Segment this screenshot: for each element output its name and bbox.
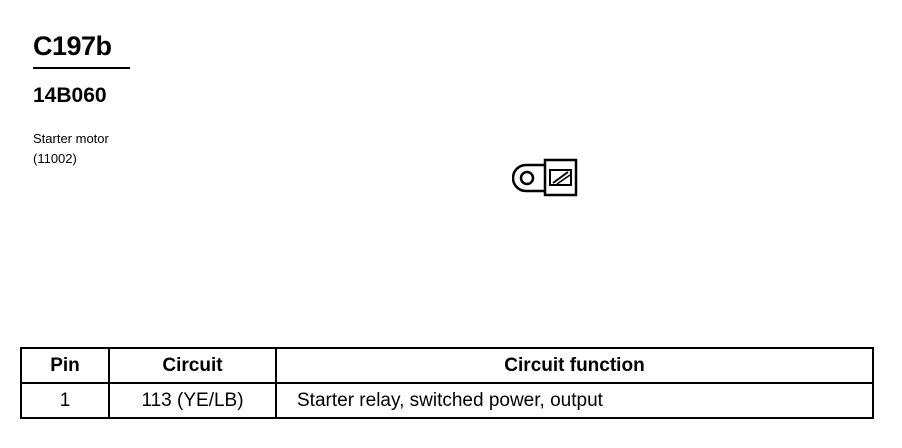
ring-terminal-connector-icon [512,158,578,197]
table-row: 1 113 (YE/LB) Starter relay, switched po… [20,382,874,419]
component-code: (11002) [33,151,77,166]
connector-id: C197b [33,31,112,61]
component-description: Starter motor [33,131,109,146]
connector-pin-hatch [552,171,569,184]
pin-number-cell: 1 [20,382,110,419]
column-header-circuit-function: Circuit function [275,347,874,384]
circuit-function-cell: Starter relay, switched power, output [275,382,874,419]
ring-terminal-hole [519,170,535,186]
pin-table-header-row: Pin Circuit Circuit function [20,347,874,384]
column-header-pin: Pin [20,347,110,384]
pin-table: Pin Circuit Circuit function 1 113 (YE/L… [20,347,874,419]
column-header-circuit: Circuit [108,347,277,384]
title-divider [33,67,130,69]
part-number: 14B060 [33,84,107,107]
ring-terminal-outline [512,163,546,193]
circuit-cell: 113 (YE/LB) [108,382,277,419]
